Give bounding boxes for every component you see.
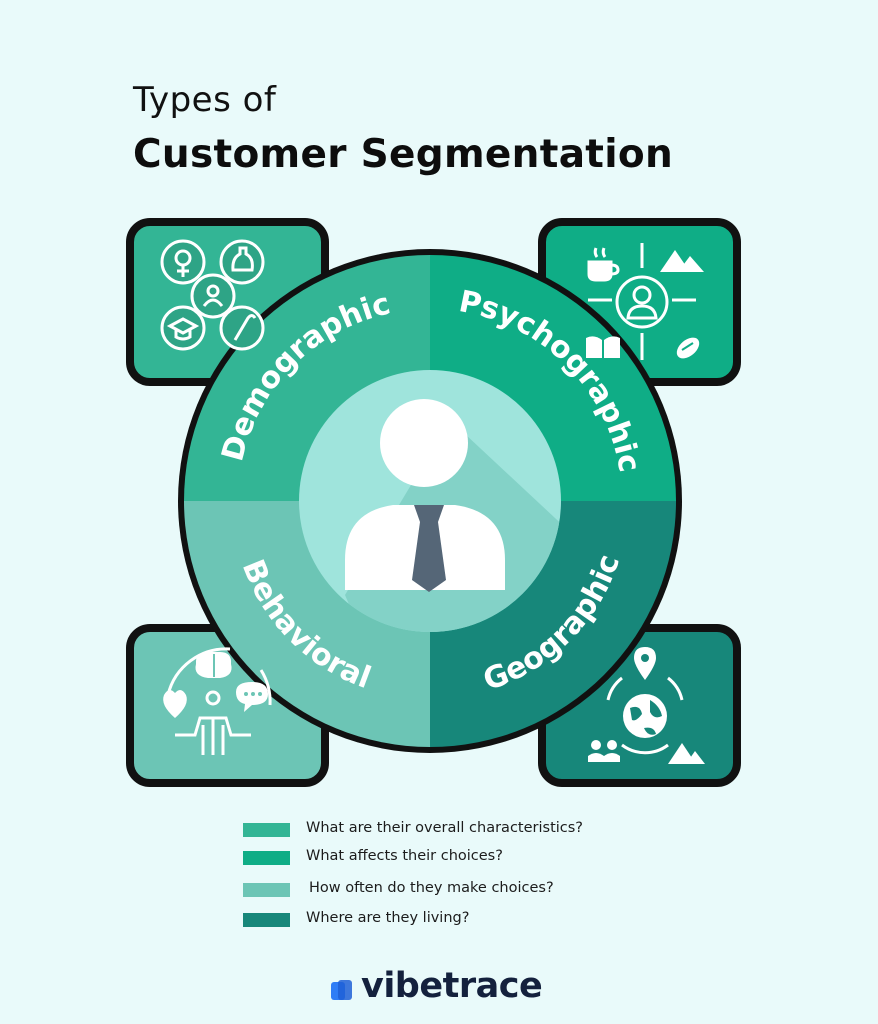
legend-item-choices: What affects their choices? [243, 848, 663, 868]
people-icon [588, 740, 620, 762]
brain-icon [195, 652, 232, 678]
mountains-icon [668, 743, 705, 764]
geographic-icons [588, 647, 705, 764]
mountains-icon [660, 250, 704, 272]
legend-swatch [243, 913, 290, 927]
coffee-cup-icon [587, 247, 620, 282]
graduation-cap-icon [160, 305, 206, 351]
legend-item-characteristics: What are their overall characteristics? [243, 820, 663, 840]
legend-label: Where are they living? [306, 910, 470, 926]
user-profile-icon [615, 275, 669, 329]
legend-label: What affects their choices? [306, 848, 503, 864]
psychographic-icons [586, 243, 704, 360]
football-icon [676, 337, 700, 359]
baby-bottle-icon [219, 239, 265, 285]
legend-label: How often do they make choices? [309, 880, 554, 896]
legend-item-location: Where are they living? [243, 910, 663, 930]
legend-swatch [243, 823, 290, 837]
business-person-icon [345, 399, 505, 592]
brand-name: vibetrace [361, 966, 543, 1006]
behavioral-icons [163, 647, 272, 755]
legend-item-frequency: How often do they make choices? [243, 880, 663, 900]
brand-logo: vibetrace [331, 966, 571, 1016]
female-symbol-icon [160, 239, 206, 285]
title-line-2: Customer Segmentation [133, 132, 674, 177]
demographic-icons [160, 239, 265, 351]
heart-icon [163, 689, 187, 718]
legend-swatch [243, 851, 290, 865]
speech-bubble-icon [236, 682, 268, 712]
location-pin-icon [634, 647, 656, 680]
person-decision-icon [175, 690, 251, 755]
open-book-icon [586, 336, 620, 358]
legend-swatch [243, 883, 290, 897]
vibetrace-logo-icon [331, 980, 352, 1000]
title-line-1: Types of [133, 80, 277, 120]
globe-icon [623, 694, 667, 738]
legend-label: What are their overall characteristics? [306, 820, 584, 836]
